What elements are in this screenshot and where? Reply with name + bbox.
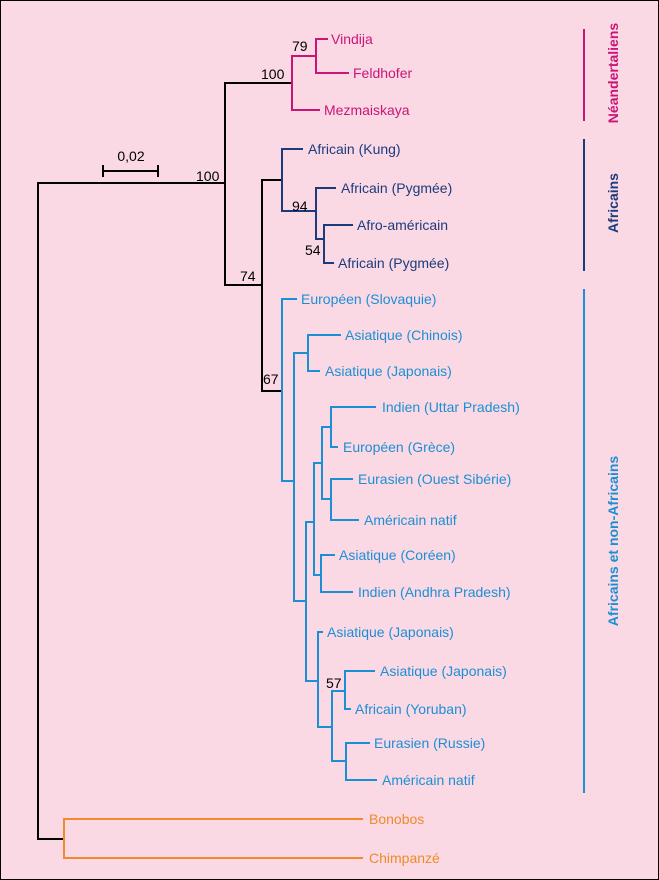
bootstrap-label: 79 [292,38,308,54]
leaf-label: Africain (Kung) [308,141,401,157]
group-african: Africains [583,139,621,271]
group-mixed: Africains et non-Africains [583,289,621,793]
mixed-branches [281,298,377,781]
scale-bar: 0,02 [102,148,159,177]
scale-bar-label: 0,02 [117,148,144,164]
bootstrap-label: 100 [196,168,220,184]
group-label: Africains [605,173,621,233]
leaf-label: Asiatique (Coréen) [339,547,456,563]
leaf-label: Chimpanzé [369,850,440,866]
bootstrap-label: 94 [292,198,308,214]
leaf-label: Américain natif [382,772,475,788]
african-branches [281,148,353,264]
bootstrap-label: 54 [305,242,321,258]
root-branches [37,82,292,840]
leaf-label: Asiatique (Japonais) [325,363,452,379]
bootstrap-label: 57 [326,675,342,691]
leaf-label: Asiatique (Japonais) [380,663,507,679]
african-leaves: Africain (Kung) Africain (Pygmée) Afro-a… [308,141,452,271]
bootstrap-label: 100 [261,66,285,82]
leaf-label: Mezmaiskaya [324,102,410,118]
leaf-label: Asiatique (Japonais) [327,624,454,640]
leaf-label: Indien (Uttar Pradesh) [382,399,520,415]
leaf-label: Afro-américain [357,217,448,233]
neanderthal-branches [291,38,349,111]
mixed-leaves: Européen (Slovaquie) Asiatique (Chinois)… [301,291,520,788]
leaf-label: Européen (Grèce) [343,439,455,455]
leaf-label: Américain natif [364,512,457,528]
leaf-label: Eurasien (Russie) [374,735,485,751]
outgroup-branches [63,818,363,859]
bootstrap-values: 79 100 100 94 54 74 67 57 [196,38,342,691]
group-label: Africains et non-Africains [605,456,621,627]
leaf-label: Asiatique (Chinois) [345,327,463,343]
leaf-label: Africain (Yoruban) [355,701,467,717]
leaf-label: Bonobos [369,811,424,827]
neanderthal-leaves: Vindija Feldhofer Mezmaiskaya [324,31,412,118]
group-label: Néandertaliens [605,23,621,124]
leaf-label: Eurasien (Ouest Sibérie) [358,471,511,487]
group-neanderthal: Néandertaliens [583,23,621,124]
leaf-label: Feldhofer [353,65,412,81]
leaf-label: Africain (Pygmée) [341,180,452,196]
leaf-label: Africain (Pygmée) [338,255,449,271]
leaf-label: Indien (Andhra Pradesh) [358,584,511,600]
bootstrap-label: 74 [240,268,256,284]
bootstrap-label: 67 [263,371,279,387]
leaf-label: Européen (Slovaquie) [301,291,436,307]
leaf-label: Vindija [331,31,373,47]
outgroup-leaves: Bonobos Chimpanzé [369,811,440,866]
